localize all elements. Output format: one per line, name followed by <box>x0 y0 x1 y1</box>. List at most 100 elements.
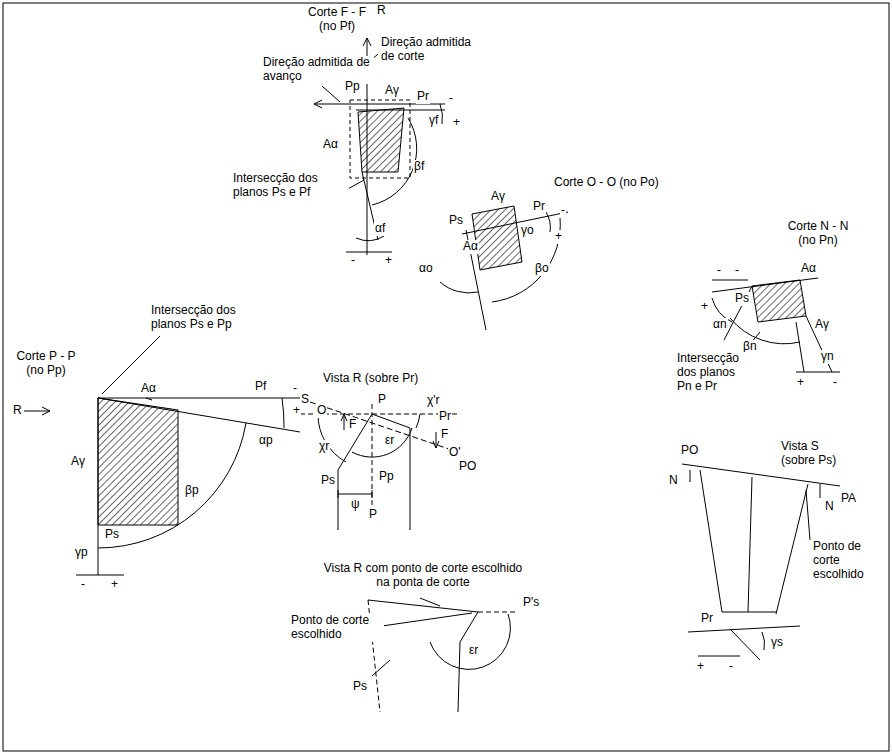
symbol-label: βo <box>534 262 550 276</box>
symbol-label: Aα <box>800 262 817 276</box>
sign-mark: - <box>832 376 838 390</box>
sign-mark: - <box>292 382 298 396</box>
symbol-label: γn <box>820 350 835 364</box>
symbol-label: S <box>300 393 310 407</box>
drawing-line <box>712 280 748 281</box>
drawing-line <box>752 280 806 322</box>
symbol-label: F <box>440 428 449 442</box>
drawing-line <box>420 598 440 606</box>
drawing-line <box>430 614 510 669</box>
symbol-label: Aγ <box>70 455 86 469</box>
drawing-line <box>146 398 152 400</box>
drawing-line <box>722 612 776 613</box>
sign-mark: - <box>560 204 566 218</box>
caption-text: Corte F - F (no Pf) <box>300 6 374 34</box>
drawing-line <box>352 428 412 457</box>
drawing-line <box>730 318 800 344</box>
drawing-line <box>372 118 417 205</box>
sign-mark: + <box>110 578 119 592</box>
drawing-line <box>356 236 384 241</box>
symbol-label: γo <box>520 224 535 238</box>
drawing-line <box>440 104 442 124</box>
symbol-label: Pf <box>254 380 267 394</box>
drawing-line <box>322 86 340 102</box>
symbol-label: αp <box>258 434 274 448</box>
symbol-label: N <box>668 474 679 488</box>
section-o <box>440 206 568 330</box>
symbol-label: Aγ <box>384 84 400 98</box>
sign-mark: - <box>734 264 740 278</box>
symbol-label: R <box>376 4 387 18</box>
drawing-line <box>730 629 760 660</box>
drawing-line <box>688 626 800 632</box>
drawing-line <box>410 428 411 530</box>
symbol-label: N <box>824 500 835 514</box>
sign-mark: + <box>696 660 705 674</box>
drawing-line <box>436 432 437 448</box>
sign-mark: + <box>452 116 461 130</box>
drawing-line <box>368 600 478 612</box>
symbol-label: αo <box>418 262 434 276</box>
drawing-line <box>762 632 765 650</box>
drawing-line <box>98 398 300 399</box>
symbol-label: O <box>316 404 327 418</box>
drawing-line <box>806 490 810 540</box>
drawing-line <box>310 402 452 450</box>
sign-mark: + <box>554 230 563 244</box>
drawing-line <box>338 490 339 498</box>
drawing-line <box>462 212 568 234</box>
drawing-line <box>372 414 410 428</box>
drawing-line <box>24 411 50 412</box>
drawing-line <box>358 108 404 172</box>
symbol-label: Ps <box>352 680 368 694</box>
symbol-label: Aγ <box>490 190 506 204</box>
caption-text: Corte P - P (no Pp) <box>10 350 82 378</box>
symbol-label: αf <box>374 222 386 236</box>
sign-mark: - <box>80 578 86 592</box>
drawing-line <box>338 470 339 530</box>
symbol-label: χ'r <box>426 394 441 408</box>
drawing-line <box>76 575 124 576</box>
symbol-label: Ps <box>320 474 336 488</box>
symbol-label: PO <box>680 444 699 458</box>
symbol-label: χr <box>318 440 330 454</box>
symbol-label: P <box>368 508 378 522</box>
symbol-label: Pr <box>532 200 546 214</box>
symbol-label: γf <box>428 114 439 128</box>
symbol-label: Aα <box>322 138 339 152</box>
drawing-line <box>341 414 347 421</box>
drawing-line <box>472 206 522 270</box>
caption-text: Direção admitida de corte <box>380 36 482 64</box>
symbol-label: Ps <box>448 214 464 228</box>
drawing-line <box>363 38 371 46</box>
symbol-label: Aγ <box>814 318 830 332</box>
drawing-line <box>796 372 840 373</box>
symbol-label: P's <box>522 596 540 610</box>
drawing-line <box>433 441 439 448</box>
drawing-line <box>350 100 410 178</box>
sign-mark: - <box>448 92 454 106</box>
symbol-label: εr <box>468 644 479 658</box>
caption-text: Ponto de corte escolhido <box>290 614 384 642</box>
view-r <box>300 402 460 530</box>
drawing-line <box>98 398 300 432</box>
symbol-label: Pr <box>416 90 430 104</box>
drawing-line <box>382 613 472 626</box>
drawing-line <box>338 494 372 495</box>
drawing-line <box>724 286 752 340</box>
caption-text: Intersecção dos planos Ps e Pf <box>232 172 349 200</box>
drawing-line <box>282 398 284 428</box>
sign-mark: - <box>350 254 356 268</box>
symbol-label: Pr <box>438 410 452 424</box>
drawing-line <box>314 100 322 108</box>
drawing-line <box>690 470 691 482</box>
drawing-line <box>440 282 478 293</box>
caption-text: Intersecção dos planos Ps e Pp <box>150 304 267 332</box>
symbol-label: R <box>12 404 23 418</box>
caption-text: Intersecção dos planos Pn e Pr <box>676 352 750 393</box>
drawing-line <box>748 477 752 612</box>
symbol-label: Aα <box>140 382 157 396</box>
drawing-line <box>372 404 373 505</box>
drawing-line <box>42 407 50 415</box>
